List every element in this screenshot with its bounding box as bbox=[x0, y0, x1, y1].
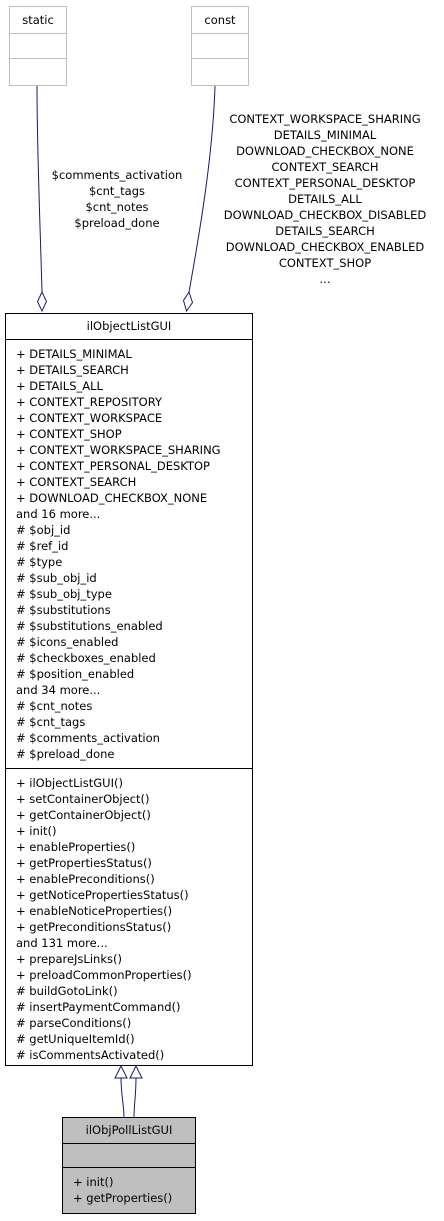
const-edge-label-line: DETAILS_MINIMAL bbox=[273, 128, 377, 142]
attribute-item: # $sub_obj_type bbox=[16, 587, 112, 601]
method-item: + enableNoticeProperties() bbox=[16, 904, 173, 918]
inheritance-line-left bbox=[120, 1077, 125, 1118]
const-edge-label-line: CONTEXT_PERSONAL_DESKTOP bbox=[234, 176, 416, 190]
class-static-title: static bbox=[10, 7, 66, 34]
method-item: + setContainerObject() bbox=[16, 792, 150, 806]
method-item: + preloadCommonProperties() bbox=[16, 968, 192, 982]
attribute-item: + DETAILS_ALL bbox=[16, 379, 103, 393]
const-edge-label-line: DETAILS_SEARCH bbox=[275, 224, 375, 238]
attribute-item: + CONTEXT_SEARCH bbox=[16, 475, 137, 489]
inheritance-arrow-left bbox=[114, 1064, 128, 1079]
attribute-item: # $substitutions_enabled bbox=[16, 619, 163, 633]
class-ilobjectlistgui-attributes: + DETAILS_MINIMAL + DETAILS_SEARCH + DET… bbox=[6, 340, 252, 769]
method-item: + init() bbox=[73, 1175, 114, 1189]
attribute-item: # $checkboxes_enabled bbox=[16, 651, 156, 665]
attribute-item: # $substitutions bbox=[16, 603, 111, 617]
attribute-item: # $cnt_tags bbox=[16, 715, 86, 729]
attribute-item: + CONTEXT_WORKSPACE bbox=[16, 411, 163, 425]
attribute-item: # $preload_done bbox=[16, 747, 115, 761]
class-ilobjpolllistgui-attributes bbox=[63, 1144, 195, 1168]
const-aggregation-diamond bbox=[182, 290, 194, 313]
const-edge-label-line: ... bbox=[319, 272, 331, 286]
attribute-item: # $sub_obj_id bbox=[16, 571, 97, 585]
attribute-item: + DOWNLOAD_CHECKBOX_NONE bbox=[16, 491, 208, 505]
method-more[interactable]: and 131 more... bbox=[16, 936, 108, 950]
class-ilobjpolllistgui-title: ilObjPollListGUI bbox=[63, 1118, 195, 1144]
class-const-methods bbox=[192, 59, 248, 84]
method-item: + getPropertiesStatus() bbox=[16, 856, 152, 870]
method-item: + prepareJsLinks() bbox=[16, 952, 122, 966]
const-edge-label-line: CONTEXT_SHOP bbox=[278, 256, 372, 270]
static-aggregation-line bbox=[36, 85, 43, 293]
attribute-item: # $obj_id bbox=[16, 523, 71, 537]
attribute-item: + CONTEXT_PERSONAL_DESKTOP bbox=[16, 459, 210, 473]
class-ilobjectlistgui-methods: + ilObjectListGUI() + setContainerObject… bbox=[6, 769, 252, 1069]
class-static-methods bbox=[10, 59, 66, 84]
class-static[interactable]: static bbox=[9, 6, 67, 86]
attribute-more[interactable]: and 34 more... bbox=[16, 683, 101, 697]
method-item: # getUniqueItemId() bbox=[16, 1032, 135, 1046]
class-ilobjectlistgui-title: ilObjectListGUI bbox=[6, 314, 252, 340]
const-aggregation-line bbox=[188, 85, 216, 293]
static-aggregation-diamond bbox=[36, 290, 48, 313]
method-item: # buildGotoLink() bbox=[16, 984, 118, 998]
class-ilobjpolllistgui-methods: + init() + getProperties() bbox=[63, 1168, 195, 1212]
static-edge-label-line: $cnt_notes bbox=[85, 200, 149, 214]
method-item: + getProperties() bbox=[73, 1191, 173, 1205]
attribute-item: + CONTEXT_SHOP bbox=[16, 427, 122, 441]
method-item: # isCommentsActivated() bbox=[16, 1048, 165, 1062]
attribute-item: + DETAILS_MINIMAL bbox=[16, 347, 132, 361]
attribute-item: + CONTEXT_WORKSPACE_SHARING bbox=[16, 443, 221, 457]
attribute-item: # $type bbox=[16, 555, 63, 569]
method-item: + ilObjectListGUI() bbox=[16, 776, 123, 790]
static-edge-label-line: $comments_activation bbox=[51, 168, 183, 182]
class-ilobjpolllistgui[interactable]: ilObjPollListGUI + init() + getPropertie… bbox=[62, 1117, 196, 1214]
attribute-more[interactable]: and 16 more... bbox=[16, 507, 101, 521]
method-item: + getContainerObject() bbox=[16, 808, 151, 822]
const-edge-label-line: CONTEXT_WORKSPACE_SHARING bbox=[229, 112, 421, 126]
attribute-item: # $icons_enabled bbox=[16, 635, 119, 649]
method-item: + enableProperties() bbox=[16, 840, 136, 854]
attribute-item: # $ref_id bbox=[16, 539, 69, 553]
attribute-item: # $position_enabled bbox=[16, 667, 135, 681]
attribute-item: # $cnt_notes bbox=[16, 699, 93, 713]
const-edge-label-line: DOWNLOAD_CHECKBOX_ENABLED bbox=[225, 240, 425, 254]
method-item: + enablePreconditions() bbox=[16, 872, 155, 886]
const-edge-label-line: CONTEXT_SEARCH bbox=[271, 160, 379, 174]
inheritance-arrow-right bbox=[129, 1064, 143, 1079]
attribute-item: + DETAILS_SEARCH bbox=[16, 363, 129, 377]
static-edge-label: $comments_activation $cnt_tags $cnt_note… bbox=[37, 167, 197, 231]
inheritance-line-right bbox=[133, 1077, 137, 1118]
method-item: + getPreconditionsStatus() bbox=[16, 920, 172, 934]
class-const[interactable]: const bbox=[191, 6, 249, 86]
const-edge-label: CONTEXT_WORKSPACE_SHARING DETAILS_MINIMA… bbox=[205, 111, 444, 287]
static-edge-label-line: $cnt_tags bbox=[88, 184, 146, 198]
class-const-title: const bbox=[192, 7, 248, 34]
method-item: + init() bbox=[16, 824, 57, 838]
method-item: + getNoticePropertiesStatus() bbox=[16, 888, 189, 902]
method-item: # parseConditions() bbox=[16, 1016, 132, 1030]
class-const-attributes bbox=[192, 34, 248, 59]
attribute-item: # $comments_activation bbox=[16, 731, 160, 745]
class-static-attributes bbox=[10, 34, 66, 59]
const-edge-label-line: DOWNLOAD_CHECKBOX_DISABLED bbox=[223, 208, 427, 222]
static-edge-label-line: $preload_done bbox=[74, 216, 160, 230]
method-item: # insertPaymentCommand() bbox=[16, 1000, 181, 1014]
const-edge-label-line: DETAILS_ALL bbox=[288, 192, 362, 206]
const-edge-label-line: DOWNLOAD_CHECKBOX_NONE bbox=[236, 144, 414, 158]
attribute-item: + CONTEXT_REPOSITORY bbox=[16, 395, 163, 409]
class-ilobjectlistgui[interactable]: ilObjectListGUI + DETAILS_MINIMAL + DETA… bbox=[5, 313, 253, 1066]
